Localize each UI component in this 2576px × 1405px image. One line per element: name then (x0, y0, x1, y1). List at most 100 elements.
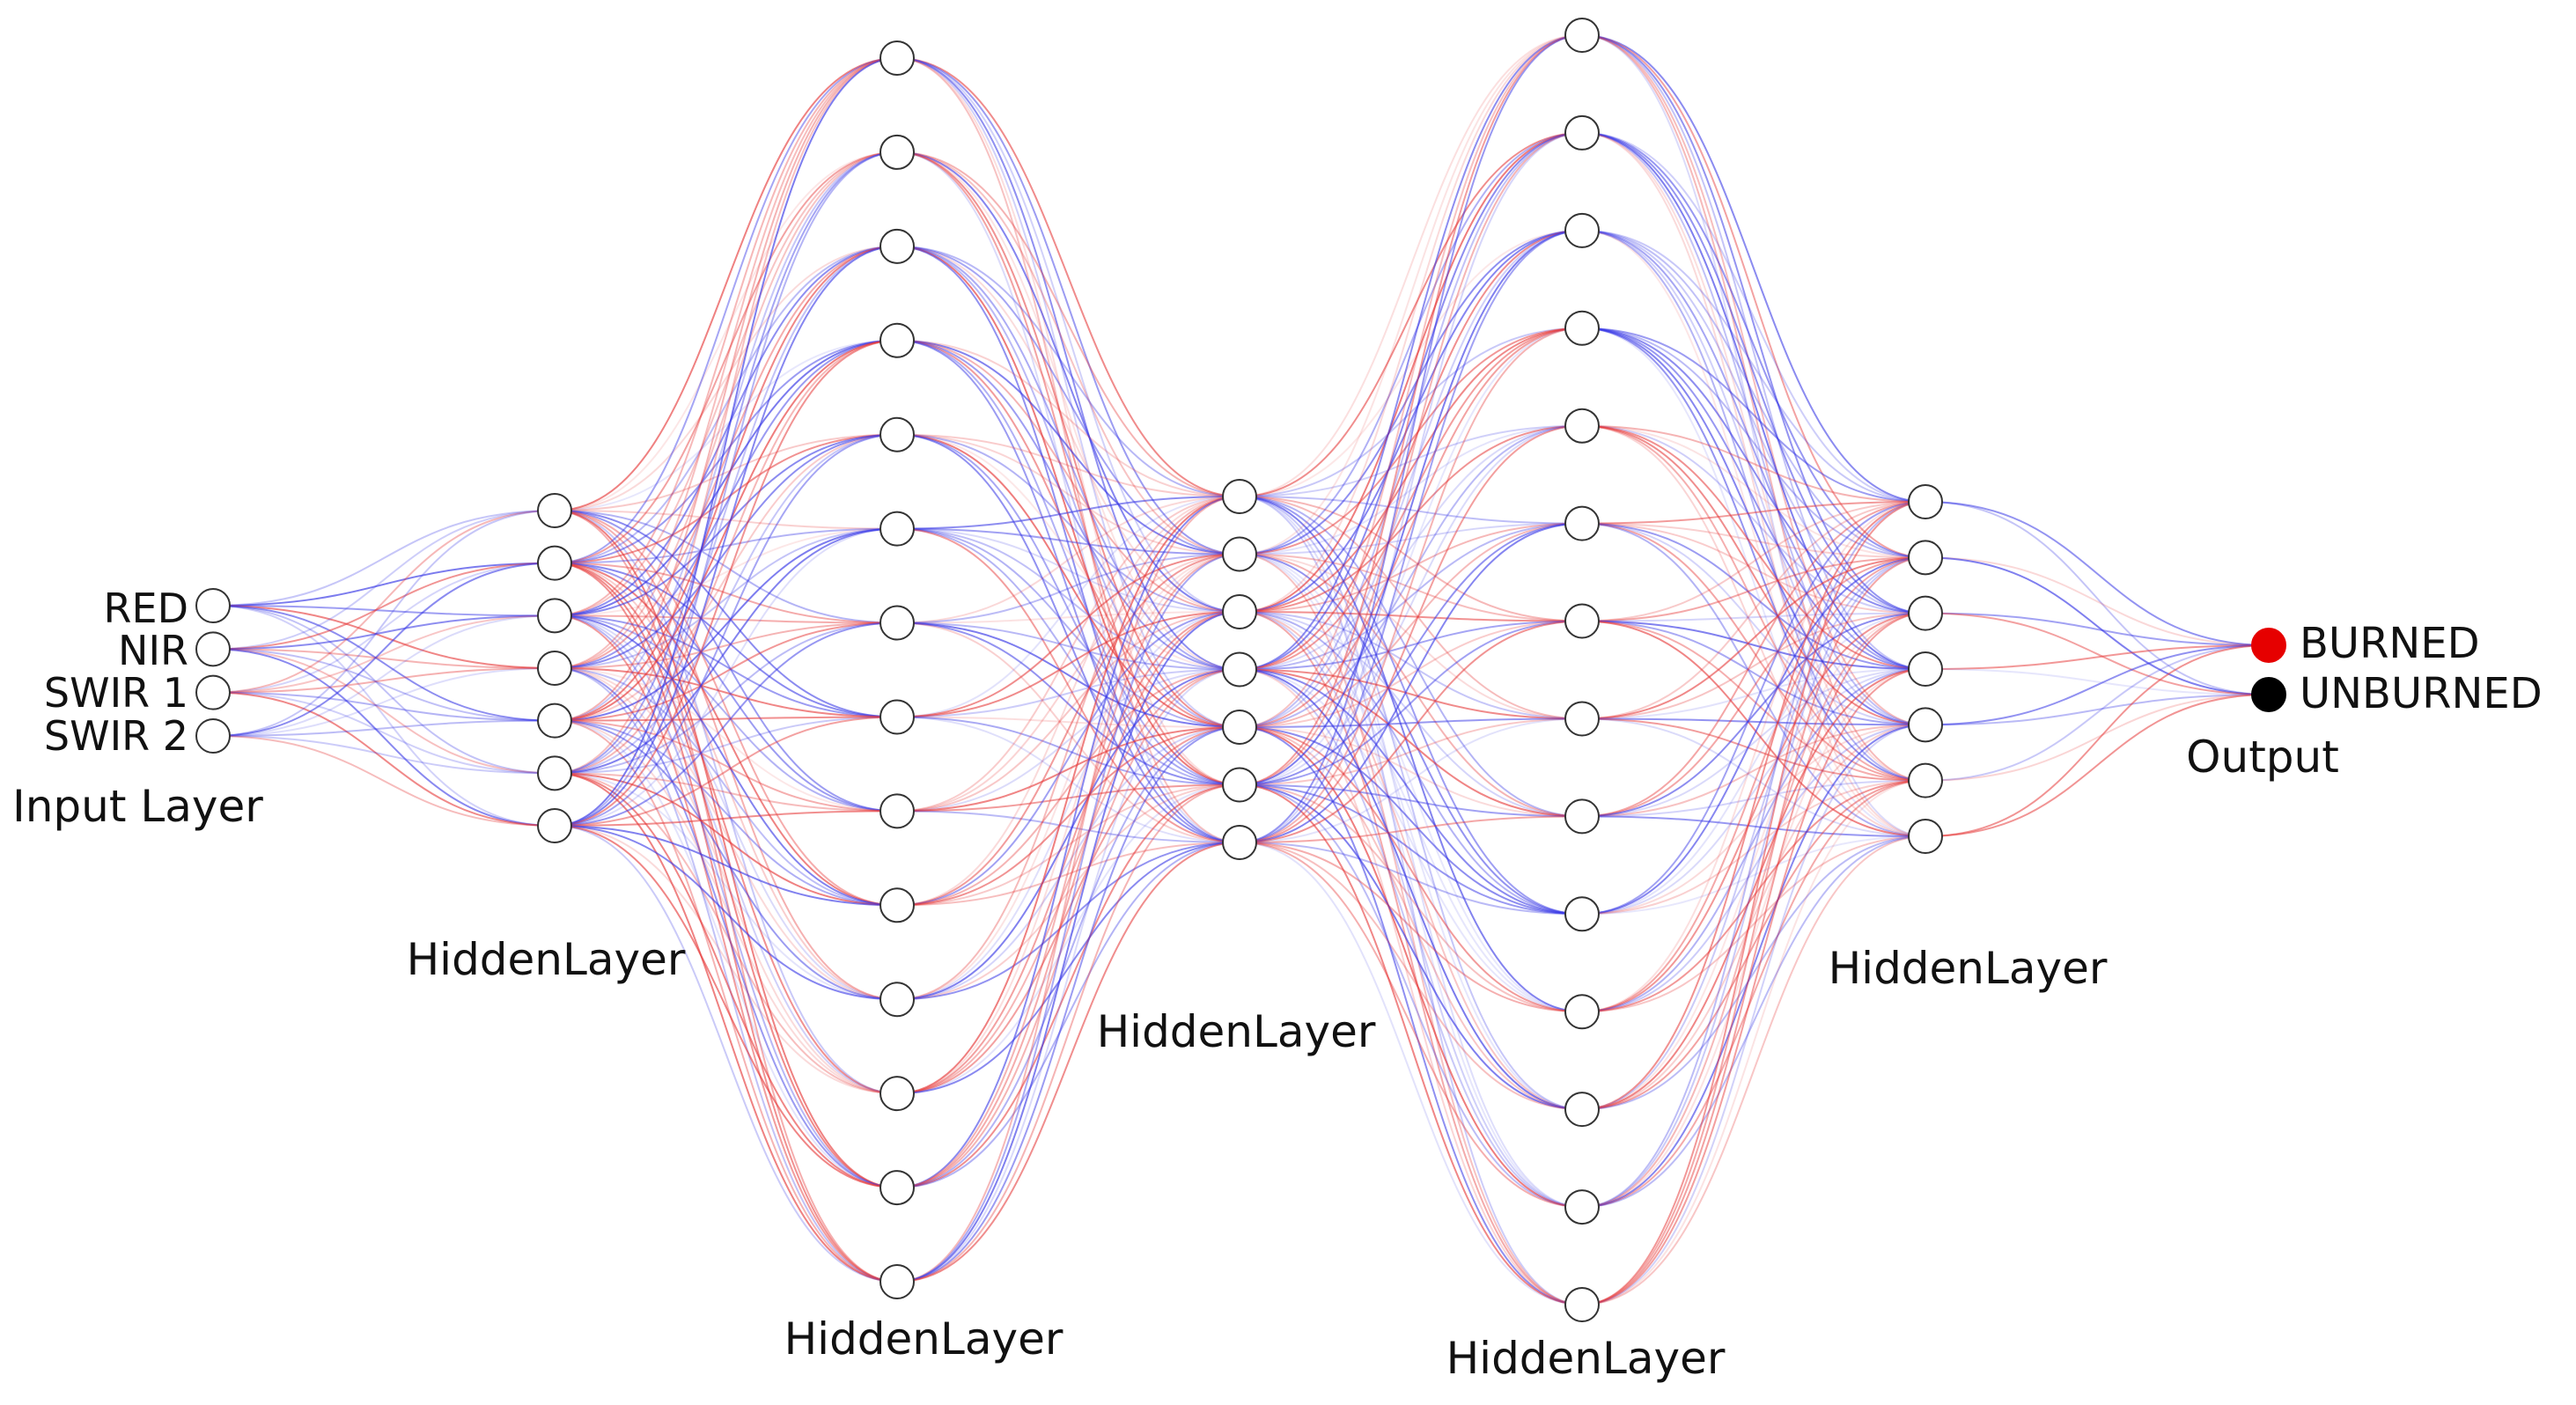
connection-edge (1581, 556, 1926, 622)
connection-edge (212, 648, 556, 827)
connection-edge (554, 719, 898, 1001)
connection-edge (1239, 553, 1583, 720)
connection-edge (554, 825, 898, 1095)
connection-edge (1925, 612, 2270, 646)
connection-edge (1239, 611, 1583, 818)
connection-edge (554, 772, 898, 1095)
connection-edge (1239, 229, 1583, 843)
connection-edge (1581, 131, 1926, 726)
connection-edge (1925, 644, 2270, 670)
input-layer-title: Input Layer (12, 781, 263, 832)
connection-edge (896, 339, 1240, 555)
connection-edge (1581, 327, 1926, 726)
connection-edge (896, 622, 1240, 728)
hidden-node-L5-6 (1908, 762, 1943, 798)
connection-edge (1581, 522, 1926, 782)
connection-edge (1239, 668, 1583, 720)
connection-edge (1925, 612, 2270, 695)
connection-edge (554, 667, 898, 813)
connection-edge (896, 668, 1240, 1189)
connection-edge (1239, 620, 1583, 843)
connection-edge (1239, 553, 1583, 818)
connection-edge (554, 57, 898, 564)
connection-edge (1581, 835, 1926, 916)
connection-edge (896, 842, 1240, 907)
connection-edge (1239, 131, 1583, 497)
connection-edge (554, 339, 898, 564)
connection-edge (896, 726, 1240, 1001)
hidden-node-L4-3 (1564, 212, 1600, 248)
connection-edge (212, 605, 556, 669)
connection-edge (896, 783, 1240, 1095)
connection-edge (1581, 724, 1926, 1013)
connection-edge (554, 433, 898, 827)
connection-edge (1239, 522, 1583, 613)
connection-edge (896, 433, 1240, 497)
hidden-node-L2-12 (880, 1076, 915, 1112)
connection-edge (1581, 424, 1926, 503)
hidden-node-L2-4 (880, 322, 915, 358)
connection-edge (212, 667, 556, 737)
connection-edge (896, 151, 1240, 843)
output-node-unburned (2251, 677, 2286, 712)
connection-edge (1239, 783, 1583, 818)
connection-edge (554, 719, 898, 1283)
connection-edge (1239, 522, 1583, 843)
connection-edge (1581, 668, 1926, 1209)
connection-edge (212, 648, 556, 722)
connection-edge (1239, 726, 1583, 916)
connection-edge (554, 339, 898, 617)
connection-edge (1581, 612, 1926, 818)
connection-edge (1239, 34, 1583, 843)
connection-edge (896, 668, 1240, 1283)
connection-edge (554, 614, 898, 1095)
hidden-node-L2-2 (880, 134, 915, 170)
connection-edge (554, 667, 898, 907)
connection-edge (212, 735, 556, 775)
connection-edge (1239, 668, 1583, 916)
connection-edge (1239, 783, 1583, 1209)
connection-edge (1581, 131, 1926, 503)
connection-edge (1581, 424, 1926, 837)
output-label-unburned: UNBURNED (2300, 669, 2543, 718)
connection-edge (1581, 229, 1926, 670)
connection-edge (554, 510, 898, 1001)
connection-edge (1239, 496, 1583, 622)
connection-edge (1581, 668, 1926, 818)
connection-edge (1239, 611, 1583, 1111)
connection-edge (554, 527, 898, 827)
connection-edge (1581, 717, 1926, 726)
hidden-node-L4-5 (1564, 408, 1600, 444)
connection-edge (212, 667, 556, 694)
connection-edge (896, 57, 1240, 555)
connection-edge (554, 719, 898, 1189)
connection-edge (896, 622, 1240, 786)
connection-edge (896, 496, 1240, 718)
hidden-node-L1-7 (537, 808, 572, 843)
connection-edge (896, 496, 1240, 1283)
connection-edge (554, 527, 898, 722)
connection-edge (554, 527, 898, 617)
connection-edge (554, 510, 898, 530)
nodes (195, 18, 2286, 1322)
connection-edge (212, 648, 556, 669)
connection-edge (1239, 496, 1583, 1209)
connection-edge (896, 57, 1240, 613)
hidden-node-L2-5 (880, 416, 915, 452)
connection-edge (1239, 131, 1583, 671)
connection-edge (554, 527, 898, 669)
connection-edge (554, 57, 898, 511)
connection-edge (554, 772, 898, 813)
connection-edge (1239, 726, 1583, 1111)
connection-edge (1239, 620, 1583, 671)
connection-edge (896, 151, 1240, 671)
connection-edge (1581, 556, 1926, 1306)
connection-edge (1239, 229, 1583, 786)
connection-edge (896, 245, 1240, 613)
connection-edge (1581, 424, 1926, 670)
hidden-layer-2-title: HiddenLayer (784, 1313, 1064, 1365)
connection-edge (1239, 668, 1583, 818)
connection-edge (554, 614, 898, 624)
connection-edge (1239, 424, 1583, 728)
connections (212, 34, 2270, 1306)
